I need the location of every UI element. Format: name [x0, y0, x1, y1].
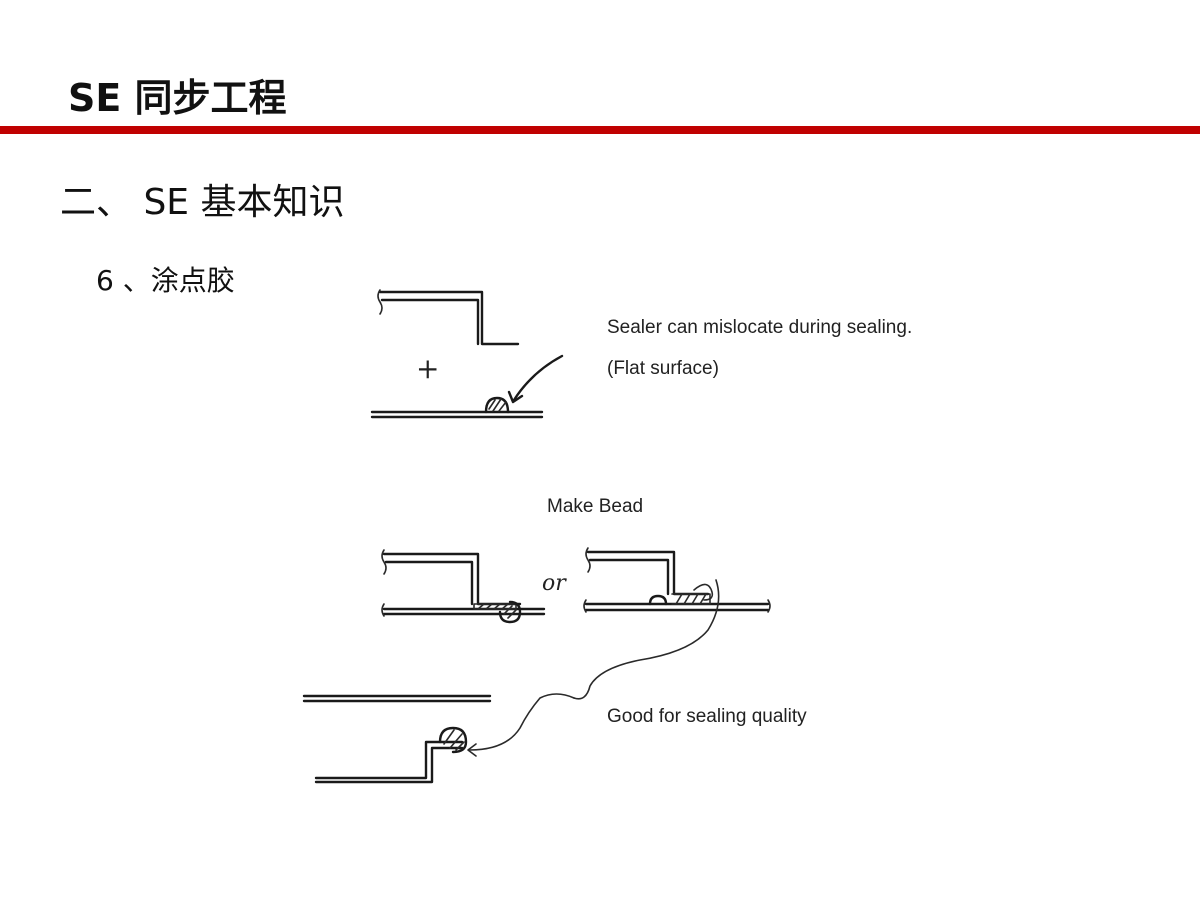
caption-good-sealing: Good for sealing quality [607, 706, 807, 727]
section-heading: 二、 SE 基本知识 [60, 182, 345, 223]
middle-right-assembly [583, 547, 771, 613]
bottom-upper-panel [302, 694, 492, 703]
callout-leader-left [469, 693, 575, 751]
sealer-bead-bottom [438, 726, 468, 754]
callout-leader-right [573, 579, 720, 700]
top-arrow-head [507, 390, 524, 404]
callout-arrow-head [467, 743, 477, 757]
top-upper-panel [377, 289, 520, 346]
plus-sign: + [416, 352, 439, 385]
middle-left-assembly [381, 549, 546, 624]
caption-mislocate: Sealer can mislocate during sealing. [607, 317, 913, 338]
subsection-heading: 6 、涂点胶 [96, 264, 235, 297]
top-lower-panel [370, 410, 544, 419]
title-rule [0, 126, 1200, 134]
slide-title: SE 同步工程 [68, 76, 287, 120]
or-label: or [542, 571, 567, 596]
caption-flat-surface: (Flat surface) [607, 358, 719, 379]
sealer-bead-top [484, 396, 510, 414]
bottom-lower-panel [314, 740, 464, 784]
make-bead-label: Make Bead [547, 496, 644, 517]
top-arrow [512, 354, 564, 402]
